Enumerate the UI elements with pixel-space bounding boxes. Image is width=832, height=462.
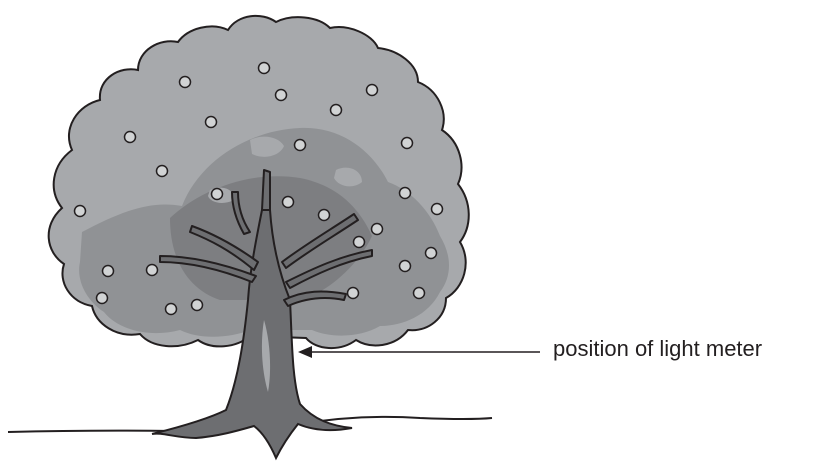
fruit-circle-icon — [398, 186, 412, 200]
fruit-circle-icon — [101, 264, 115, 278]
arrow-left-icon — [298, 346, 540, 358]
fruit-circle-icon — [430, 202, 444, 216]
fruit-circle-icon — [155, 164, 169, 178]
fruit-circle-icon — [398, 259, 412, 273]
fruit-circle-icon — [370, 222, 384, 236]
fruit-circle-icon — [346, 286, 360, 300]
fruit-circle-icon — [400, 136, 414, 150]
fruit-circle-icon — [210, 187, 224, 201]
fruit-group — [73, 61, 444, 316]
ground-line — [7, 415, 493, 433]
fruit-circle-icon — [164, 302, 178, 316]
trunk-highlight — [261, 320, 271, 392]
fruit-circle-icon — [145, 263, 159, 277]
fruit-circle-icon — [424, 246, 438, 260]
fruit-circle-icon — [204, 115, 218, 129]
fruit-circle-icon — [352, 235, 366, 249]
fruit-circle-icon — [73, 204, 87, 218]
fruit-circle-icon — [293, 138, 307, 152]
fruit-circle-icon — [123, 130, 137, 144]
tree-trunk — [151, 209, 353, 461]
fruit-circle-icon — [412, 286, 426, 300]
fruit-circle-icon — [317, 208, 331, 222]
tree-branches — [159, 169, 373, 307]
fruit-circle-icon — [95, 291, 109, 305]
fruit-circle-icon — [190, 298, 204, 312]
fruit-circle-icon — [281, 195, 295, 209]
canopy-light-patch — [208, 136, 362, 203]
fruit-circle-icon — [365, 83, 379, 97]
fruit-circle-icon — [178, 75, 192, 89]
fruit-circle-icon — [257, 61, 271, 75]
fruit-circle-icon — [329, 103, 343, 117]
light-meter-label: position of light meter — [553, 336, 763, 361]
fruit-circle-icon — [274, 88, 288, 102]
